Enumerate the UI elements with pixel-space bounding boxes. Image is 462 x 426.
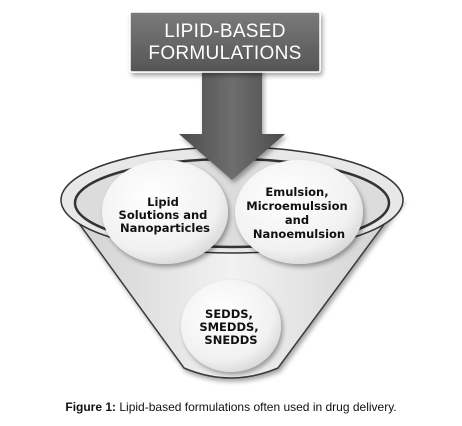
bubble-left-line-2: Solutions and [119, 208, 208, 222]
bubble-bottom-line-1: SEDDS, [205, 307, 253, 321]
down-arrow-icon [179, 64, 285, 180]
bubble-lipid-solutions [102, 160, 228, 264]
svg-text:Emulsion, Microemulssion: Emulsion, Microemulssion and Nanoemulsio… [246, 185, 351, 241]
caption-text: Lipid-based formulations often used in d… [116, 400, 397, 414]
title-line-2: FORMULATIONS [148, 43, 301, 64]
svg-text:Lipid Solutions and Na: Lipid Solutions and Nanoparticles [119, 195, 212, 235]
svg-text:FORMULATIONS: FORMULATIONS [148, 43, 301, 64]
svg-text:LIPID-BASED: LIPID-BASED [164, 21, 286, 42]
bubble-right-line-4: Nanoemulsion [253, 227, 345, 241]
bubble-bottom-line-3: SNEDDS [204, 333, 257, 347]
bubble-emulsion [235, 160, 363, 264]
bubble-right-line-2: Microemulssion [246, 199, 347, 213]
bubble-right-line-3: and [285, 213, 309, 227]
bubble-left-line-3: Nanoparticles [120, 221, 210, 235]
figure-caption: Figure 1: Lipid-based formulations often… [0, 400, 462, 414]
lipid-formulations-diagram: LIPID-BASED FORMULATIONS Lipid Solutions… [60, 11, 404, 379]
caption-label: Figure 1: [65, 400, 117, 414]
svg-text:SEDDS, SMEDDS, SNEDDS: SEDDS, SMEDDS, SNEDDS [199, 307, 262, 347]
title-line-1: LIPID-BASED [164, 21, 286, 42]
bubble-right-line-1: Emulsion, [265, 185, 328, 199]
bubble-left-line-1: Lipid [147, 195, 179, 209]
title-box [129, 11, 321, 73]
bubble-sedds [181, 280, 281, 372]
bubble-bottom-line-2: SMEDDS, [199, 320, 258, 334]
